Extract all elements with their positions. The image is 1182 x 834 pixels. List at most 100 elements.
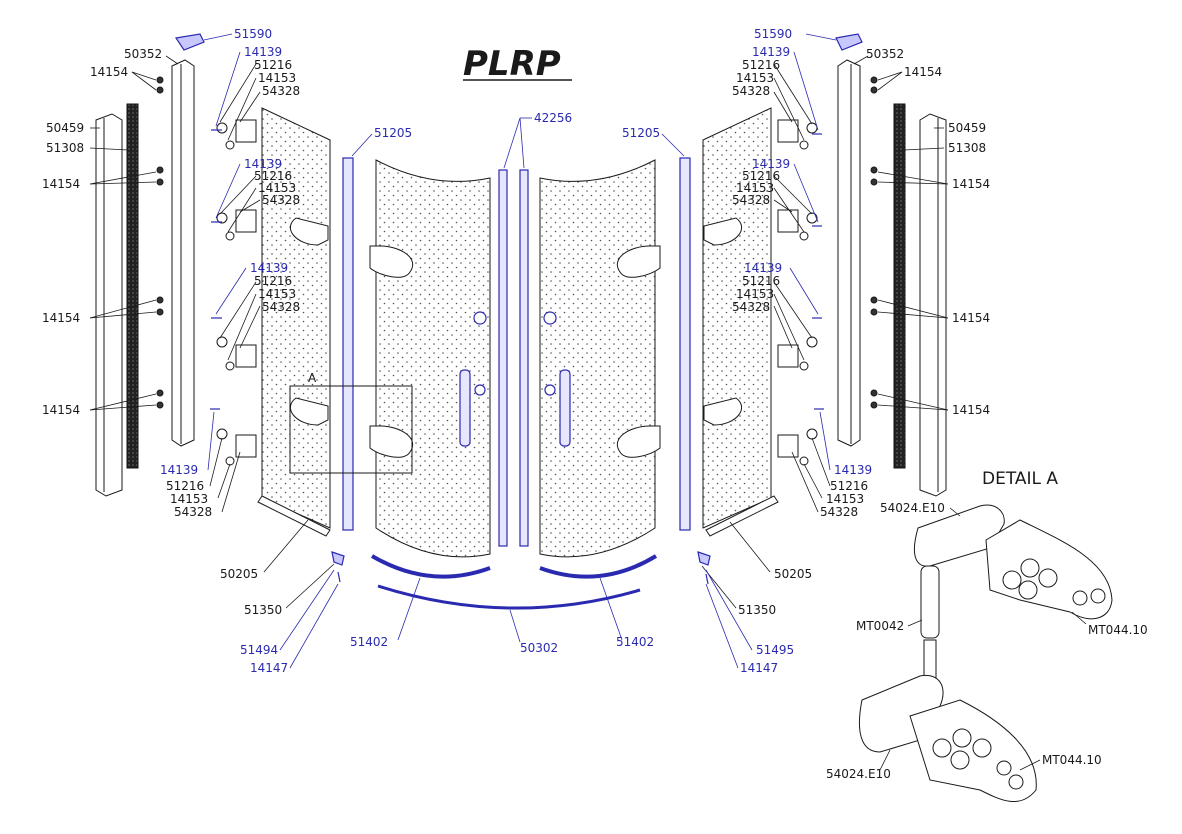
label-50459-left: 50459 bbox=[46, 121, 84, 135]
sliding-door-left bbox=[375, 159, 491, 558]
label-51308-left: 51308 bbox=[46, 141, 84, 155]
screws-14154-left bbox=[156, 76, 164, 409]
sliding-door-right bbox=[539, 159, 656, 558]
door-seal-51402-right bbox=[539, 554, 658, 579]
guide-51495-right bbox=[697, 551, 711, 566]
knob-left bbox=[473, 311, 487, 325]
label-51495-right: 51495 bbox=[756, 643, 794, 657]
label-14154-left-c: 14154 bbox=[42, 311, 80, 325]
label-51350-right: 51350 bbox=[738, 603, 776, 617]
screws-14154-right bbox=[870, 76, 878, 409]
label-14154-right-c: 14154 bbox=[952, 311, 990, 325]
label-14154-right-d: 14154 bbox=[952, 403, 990, 417]
label-54328-right-b: 54328 bbox=[732, 193, 770, 207]
label-14153-right-b: 14153 bbox=[736, 181, 774, 195]
label-51216-left-a: 51216 bbox=[254, 58, 292, 72]
detail-a-marker: A bbox=[308, 371, 317, 385]
left-assembly bbox=[95, 59, 331, 537]
end-cap-51590-left bbox=[174, 33, 205, 51]
hinge-leaf-right-upper bbox=[703, 217, 743, 246]
right-blue-parts bbox=[679, 33, 863, 585]
label-14153-left-b: 14153 bbox=[258, 181, 296, 195]
wall-profile-50459-left bbox=[95, 113, 123, 497]
wall-profile-50352-left bbox=[171, 59, 195, 447]
label-54328-left-c: 54328 bbox=[262, 300, 300, 314]
label-14153-left-a: 14153 bbox=[258, 71, 296, 85]
label-14154-left-top: 14154 bbox=[90, 65, 128, 79]
center-blue-parts bbox=[370, 169, 658, 610]
label-14139-right-b: 14139 bbox=[752, 157, 790, 171]
label-51402-right: 51402 bbox=[616, 635, 654, 649]
label-51402-left: 51402 bbox=[350, 635, 388, 649]
label-50205-left: 50205 bbox=[220, 567, 258, 581]
label-54328-right-c: 54328 bbox=[732, 300, 770, 314]
label-mt044-top: MT044.10 bbox=[1088, 623, 1148, 637]
label-54328-right-d: 54328 bbox=[820, 505, 858, 519]
detail-pin-shaft bbox=[923, 639, 937, 681]
detail-a-drawing bbox=[859, 504, 1113, 803]
label-14139-left-d: 14139 bbox=[160, 463, 198, 477]
seal-strip-51308-left bbox=[126, 103, 139, 469]
label-51590-left: 51590 bbox=[234, 27, 272, 41]
label-14147-right: 14147 bbox=[740, 661, 778, 675]
label-54328-left-b: 54328 bbox=[262, 193, 300, 207]
label-51590-right: 51590 bbox=[754, 27, 792, 41]
door-handle-right bbox=[559, 369, 571, 447]
label-51216-left-d: 51216 bbox=[166, 479, 204, 493]
hinge-leaf-right-lower bbox=[703, 397, 743, 426]
label-51216-right-b: 51216 bbox=[742, 169, 780, 183]
bottom-track-50205-left bbox=[257, 495, 331, 537]
door-hinge-left-upper bbox=[369, 245, 413, 278]
detail-a-box bbox=[289, 385, 413, 474]
label-14139-right-d: 14139 bbox=[834, 463, 872, 477]
wall-profile-50459-right bbox=[919, 113, 947, 497]
label-50302: 50302 bbox=[520, 641, 558, 655]
label-14139-right-c: 14139 bbox=[744, 261, 782, 275]
label-14147-left: 14147 bbox=[250, 661, 288, 675]
hinge-brackets-left bbox=[216, 119, 257, 466]
detail-pin-mt0042 bbox=[920, 565, 940, 639]
label-14139-left-a: 14139 bbox=[244, 45, 282, 59]
label-42256: 42256 bbox=[534, 111, 572, 125]
label-51216-right-a: 51216 bbox=[742, 58, 780, 72]
label-14139-left-c: 14139 bbox=[250, 261, 288, 275]
center-doors bbox=[289, 159, 661, 558]
hinge-brackets-right bbox=[777, 119, 818, 466]
label-14154-left-b: 14154 bbox=[42, 177, 80, 191]
knob-right bbox=[543, 311, 557, 325]
label-54024-top: 54024.E10 bbox=[880, 501, 945, 515]
door-hinge-right-lower bbox=[617, 425, 661, 458]
label-14139-right-a: 14139 bbox=[752, 45, 790, 59]
hinge-leaf-left-upper bbox=[289, 217, 329, 246]
screw-14147-right bbox=[705, 573, 709, 585]
label-50205-right: 50205 bbox=[774, 567, 812, 581]
leader-lines-blue bbox=[203, 33, 837, 669]
hinge-leaf-left-lower bbox=[289, 397, 329, 426]
label-54328-left-d: 54328 bbox=[174, 505, 212, 519]
label-51216-left-c: 51216 bbox=[254, 274, 292, 288]
screw-14147-left bbox=[337, 571, 341, 583]
label-14154-right-top: 14154 bbox=[904, 65, 942, 79]
door-profile-51205-left bbox=[342, 157, 354, 531]
leader-lines-black bbox=[89, 55, 1087, 771]
door-profile-51205-right bbox=[679, 157, 691, 531]
bottom-track-50205-right bbox=[705, 495, 779, 537]
door-hinge-left-lower bbox=[369, 425, 413, 458]
left-blue-parts bbox=[174, 33, 354, 583]
door-hinge-right-upper bbox=[617, 245, 661, 278]
label-14154-right-b: 14154 bbox=[952, 177, 990, 191]
label-54024-bottom: 54024.E10 bbox=[826, 767, 891, 781]
label-50459-right: 50459 bbox=[948, 121, 986, 135]
magnetic-profile-42256-b bbox=[519, 169, 529, 547]
label-51205-right: 51205 bbox=[622, 126, 660, 140]
guide-51494-left bbox=[331, 551, 345, 566]
detail-a-title: DETAIL A bbox=[982, 469, 1058, 489]
label-14153-right-d: 14153 bbox=[826, 492, 864, 506]
label-51308-right: 51308 bbox=[948, 141, 986, 155]
door-handle-left bbox=[459, 369, 471, 447]
label-54328-right-a: 54328 bbox=[732, 84, 770, 98]
label-14154-left-d: 14154 bbox=[42, 403, 80, 417]
lower-seal-50302 bbox=[377, 584, 641, 610]
label-50352-right: 50352 bbox=[866, 47, 904, 61]
